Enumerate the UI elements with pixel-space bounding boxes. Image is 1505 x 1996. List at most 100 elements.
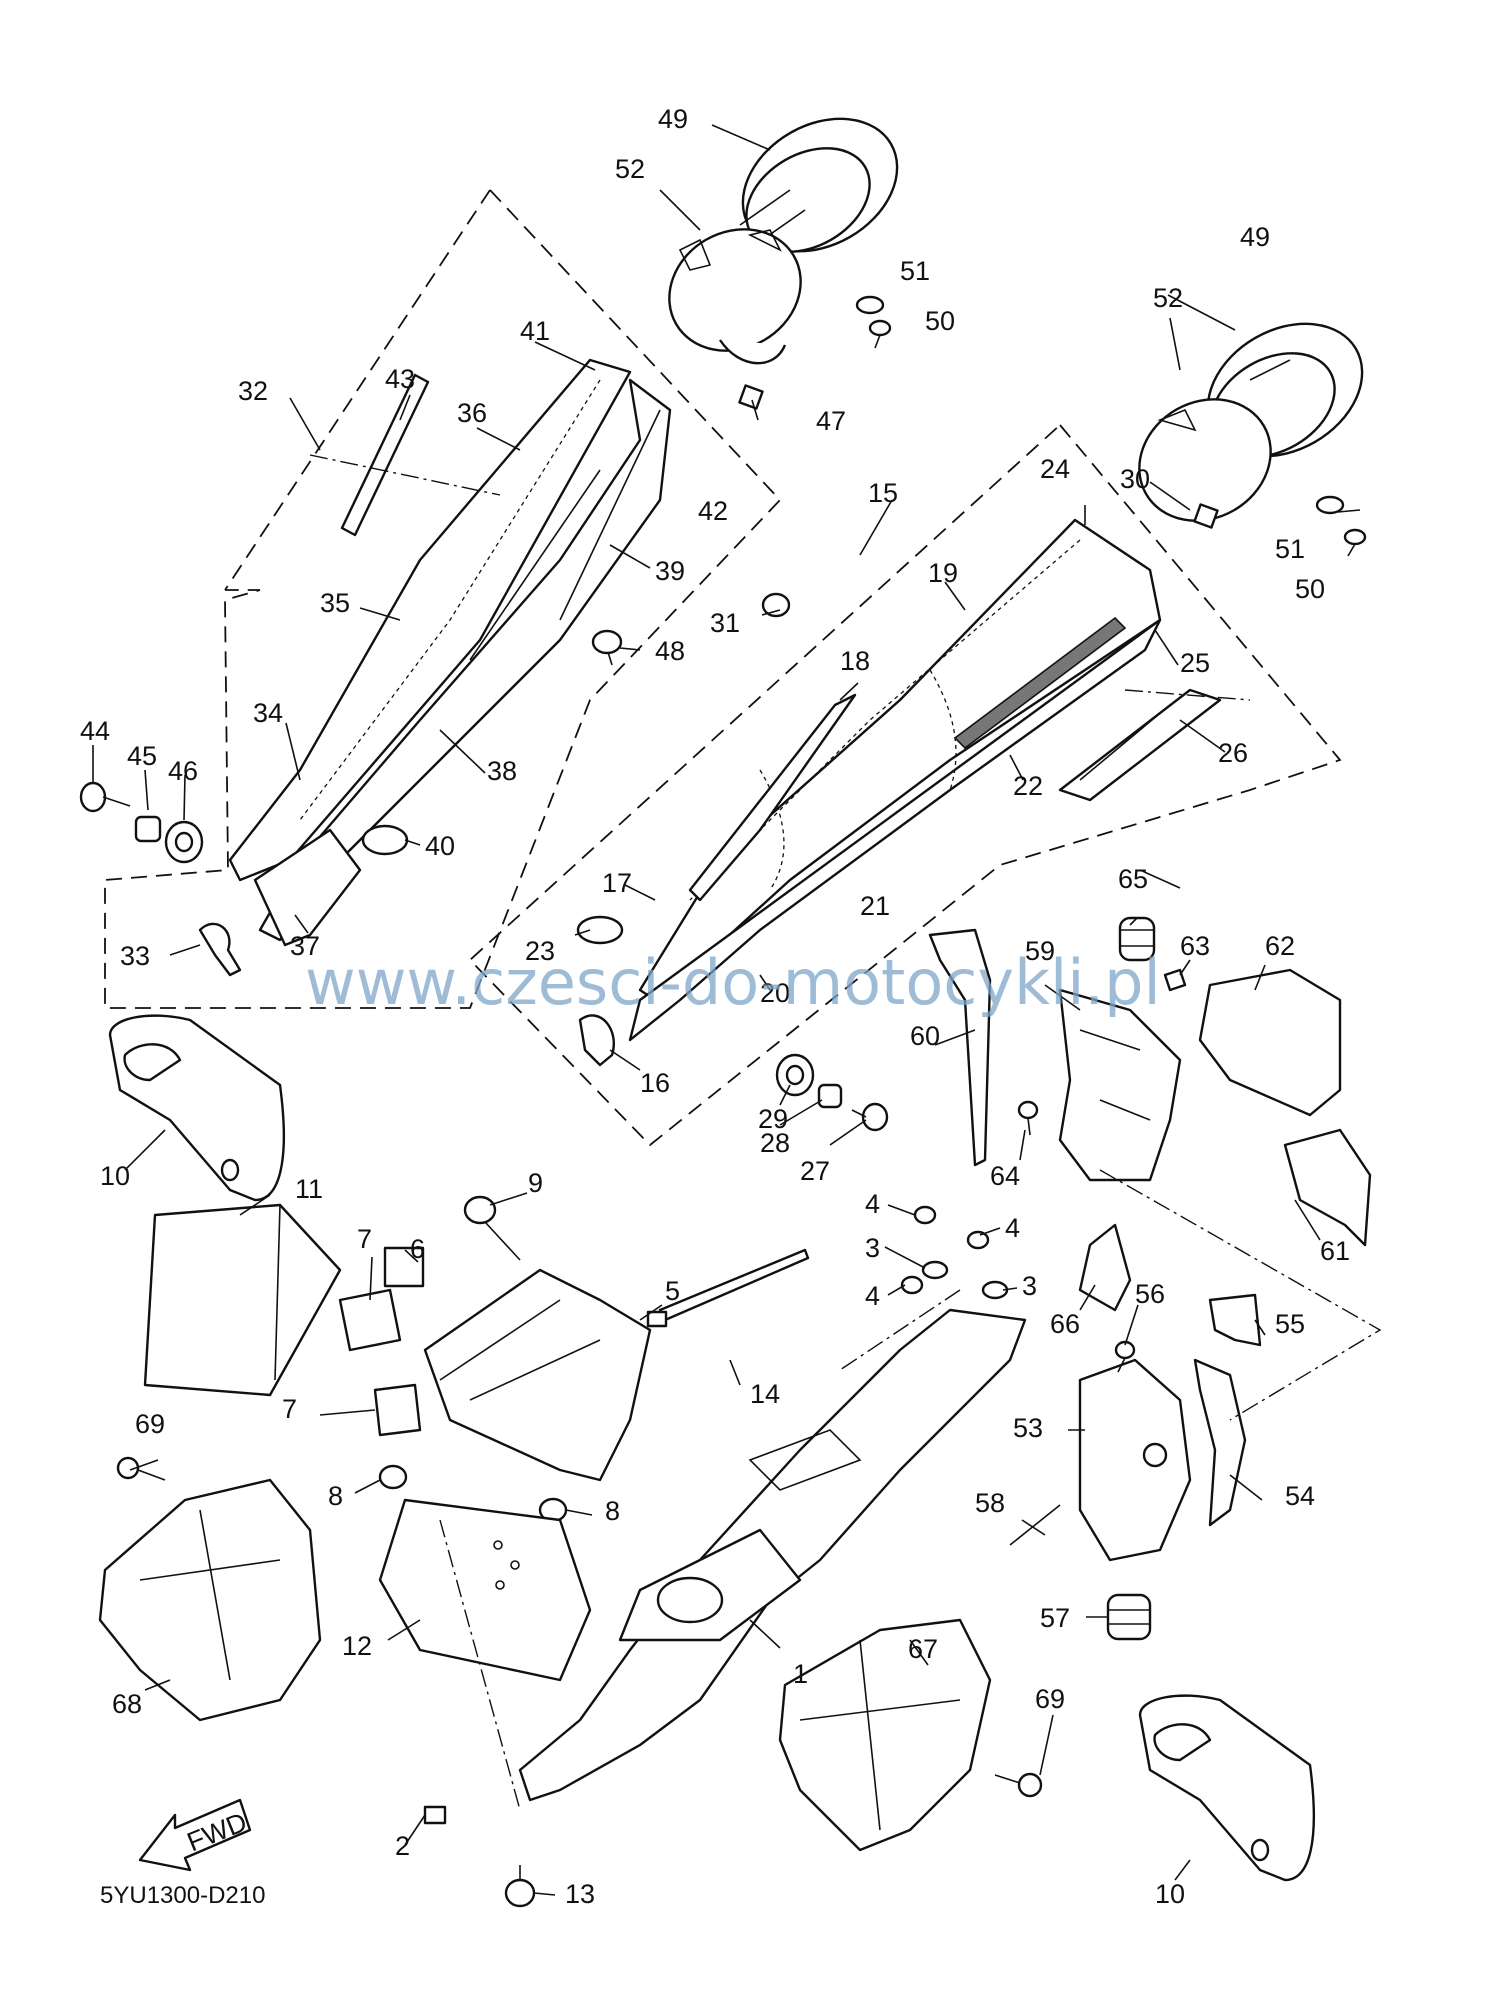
part-52-right-bracket	[1138, 398, 1272, 522]
part-7-upper-pad	[338, 1288, 402, 1352]
screw-69-left	[116, 1456, 166, 1481]
part-19-upper-panel	[638, 518, 1162, 1002]
part-49-upper-ring	[739, 117, 899, 253]
callout-65: 65	[1118, 864, 1148, 894]
nut-47	[738, 384, 764, 410]
callout-51: 51	[1275, 534, 1305, 564]
callout-4: 4	[865, 1189, 880, 1219]
bolt-27	[851, 1102, 889, 1132]
callout-2: 2	[395, 1831, 410, 1861]
callout-17: 17	[602, 868, 632, 898]
callout-69: 69	[1035, 1684, 1065, 1714]
callout-12: 12	[342, 1631, 372, 1661]
collar-28	[817, 1083, 843, 1109]
callout-33: 33	[120, 941, 150, 971]
callout-27: 27	[800, 1156, 830, 1186]
callout-44: 44	[80, 716, 110, 746]
callout-48: 48	[655, 636, 685, 666]
part-12-plate	[378, 1498, 592, 1682]
callout-49: 49	[1240, 222, 1270, 252]
callout-28: 28	[760, 1128, 790, 1158]
callout-61: 61	[1320, 1236, 1350, 1266]
part-11-box	[143, 1203, 342, 1397]
callout-32: 32	[238, 376, 268, 406]
group-outline-32b	[224, 189, 491, 591]
callout-50: 50	[925, 306, 955, 336]
callout-45: 45	[127, 741, 157, 771]
part-40-grommet	[361, 824, 409, 856]
part-62-panel	[1198, 968, 1342, 1117]
part-13-fastener	[504, 1865, 536, 1908]
grommet-46	[164, 820, 204, 864]
part-68-tail-cover	[98, 1478, 322, 1722]
part-6-pad	[383, 1246, 425, 1288]
part-9-bolt	[463, 1195, 521, 1261]
part-61-plate	[1283, 1128, 1372, 1247]
screw-69-right	[994, 1772, 1043, 1798]
callout-64: 64	[990, 1161, 1020, 1191]
callout-40: 40	[425, 831, 455, 861]
callout-23: 23	[525, 936, 555, 966]
callout-21: 21	[860, 891, 890, 921]
callout-1: 1	[793, 1659, 808, 1689]
callout-15: 15	[868, 478, 898, 508]
callout-58: 58	[975, 1488, 1005, 1518]
part-16-clip	[578, 1014, 615, 1067]
diagram-code: 5YU1300-D210	[100, 1882, 265, 1909]
callout-25: 25	[1180, 648, 1210, 678]
callout-10: 10	[100, 1161, 130, 1191]
callout-4: 4	[865, 1281, 880, 1311]
part-43-strip	[340, 373, 430, 537]
callout-11: 11	[295, 1174, 323, 1204]
callout-labels: 49 52 51 50 49 52 41 43 32 36 47 42 15 2…	[80, 104, 1350, 1909]
rivet-58	[1009, 1504, 1061, 1546]
callout-10: 10	[1155, 1879, 1185, 1909]
part-39-lower-cover	[258, 378, 672, 942]
screw-50-upper	[868, 319, 892, 349]
nut-30	[1193, 503, 1219, 529]
screw-64	[1017, 1100, 1039, 1136]
callout-18: 18	[840, 646, 870, 676]
callout-37: 37	[290, 931, 320, 961]
callout-59: 59	[1025, 936, 1055, 966]
part-1-subframe	[518, 1308, 1027, 1802]
callout-3: 3	[1022, 1271, 1037, 1301]
forward-arrow-icon: FWD	[138, 1798, 252, 1872]
washer-3-left	[921, 1260, 949, 1280]
part-7-lower-pad	[373, 1383, 422, 1437]
callout-7: 7	[282, 1394, 297, 1424]
callout-69: 69	[135, 1409, 165, 1439]
screw-48	[591, 629, 623, 666]
callout-19: 19	[928, 558, 958, 588]
callout-34: 34	[253, 698, 283, 728]
callout-42: 42	[698, 496, 728, 526]
part-60-strap	[928, 928, 992, 1167]
screw-56	[1114, 1340, 1136, 1373]
part-65-grommet	[1118, 916, 1156, 962]
callout-35: 35	[320, 588, 350, 618]
callout-46: 46	[168, 756, 198, 786]
part-54-strip	[1193, 1358, 1247, 1527]
callout-52: 52	[1153, 283, 1183, 313]
callout-38: 38	[487, 756, 517, 786]
part-37-inner-panel	[253, 828, 362, 947]
part-67-tail-cover	[778, 1618, 992, 1852]
callout-29: 29	[758, 1104, 788, 1134]
callout-36: 36	[457, 398, 487, 428]
part-52-upper-bracket	[668, 228, 802, 365]
part-10-upper-cover	[108, 1014, 286, 1202]
grommet-29	[775, 1053, 815, 1097]
callout-53: 53	[1013, 1413, 1043, 1443]
callout-66: 66	[1050, 1309, 1080, 1339]
callout-14: 14	[750, 1379, 780, 1409]
callout-50: 50	[1295, 574, 1325, 604]
callout-30: 30	[1120, 464, 1150, 494]
callout-54: 54	[1285, 1481, 1315, 1511]
watermark-text: www.czesci-do-motocykli.pl	[305, 946, 1161, 1019]
part-10-lower-cover	[1138, 1694, 1316, 1882]
leader-lines	[92, 124, 1361, 1896]
group-outline-15	[468, 424, 1342, 1147]
callout-67: 67	[908, 1634, 938, 1664]
screw-4-left	[900, 1275, 924, 1295]
